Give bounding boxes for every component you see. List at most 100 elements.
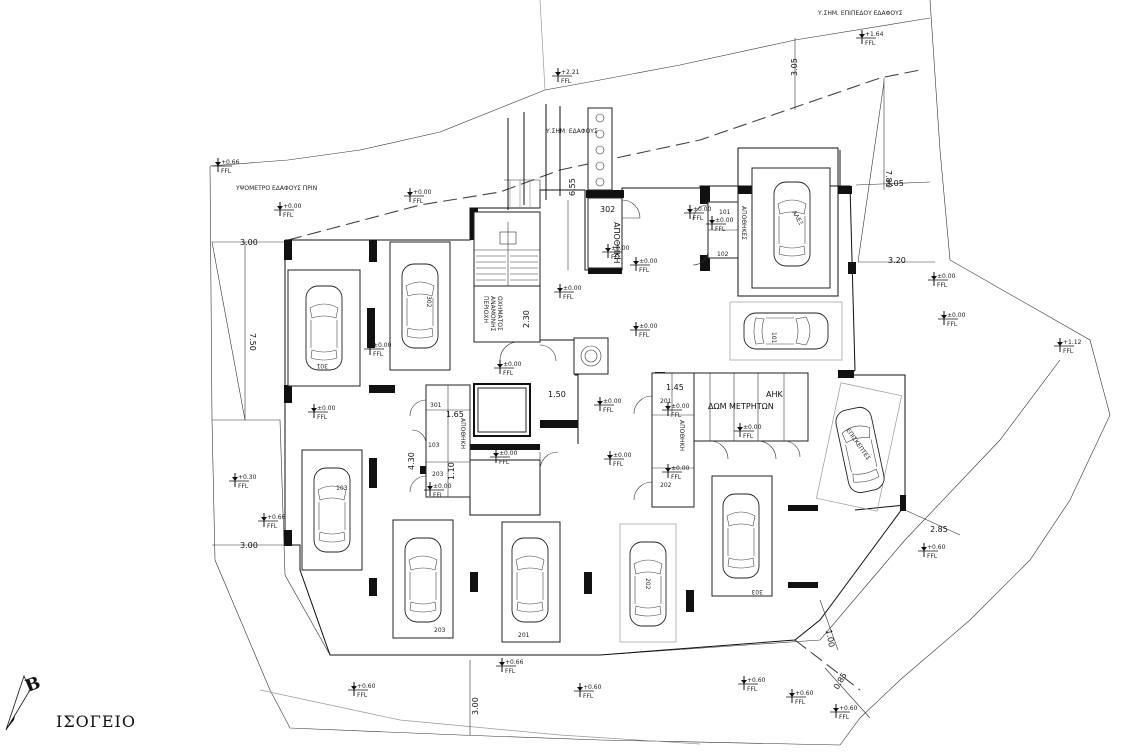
- level-value: ±0.00: [693, 206, 712, 213]
- level-ffl: FFL: [937, 282, 948, 289]
- car-outline: [305, 285, 343, 371]
- parking-103: 103: [336, 485, 348, 492]
- meter-room: [693, 372, 809, 460]
- room-201-number: 201: [660, 398, 672, 405]
- room-102-number: 102: [717, 251, 729, 258]
- level-ffl: FFL: [499, 459, 510, 466]
- level-value: ±0.00: [317, 405, 336, 412]
- level-ffl: FFL: [715, 226, 726, 233]
- meters-line2: ΔΩΜ ΜΕΤΡΗΤΩΝ: [708, 402, 774, 411]
- room-101-label: ΑΠΟΘΗΚΕΣ: [740, 206, 747, 240]
- level-ffl: FFL: [283, 212, 294, 219]
- level-value: ±0.00: [671, 465, 690, 472]
- level-ffl: FFL: [693, 215, 704, 222]
- storage-302: [587, 197, 641, 269]
- level-value: ±0.00: [611, 245, 630, 252]
- level-value: ±0.00: [671, 403, 690, 410]
- level-value: +0.30: [238, 474, 257, 481]
- car-outline: [404, 537, 442, 623]
- dim-300-bottom: 3.00: [471, 697, 480, 715]
- dim-305-top: 3.05: [790, 58, 799, 76]
- level-ffl: FFL: [611, 254, 622, 261]
- level-value: ±0.00: [937, 273, 956, 280]
- cars: [305, 181, 885, 627]
- legend-center: Υ.ΣΗΜ. ΕΔΑΦΟΥΣ: [545, 128, 598, 135]
- room-101-number: 101: [719, 209, 731, 216]
- dim-430: 4.30: [407, 452, 416, 470]
- level-ffl: FFL: [639, 332, 650, 339]
- lift-shaft: [473, 383, 531, 437]
- level-ffl: FFL: [238, 483, 249, 490]
- room-east-label: ΑΠΟΘΗΚΗ: [678, 420, 685, 451]
- car-outline: [313, 467, 351, 553]
- lobby: [469, 337, 609, 516]
- level-value: +0.00: [413, 189, 432, 196]
- dim-655: 6.55: [568, 178, 577, 196]
- level-value: +0.66: [267, 514, 286, 521]
- room-203-number: 203: [432, 471, 444, 478]
- room-302-number: 302: [600, 205, 615, 214]
- car-outline: [511, 537, 549, 623]
- level-ffl: FFL: [947, 321, 958, 328]
- parking-302: 302: [425, 296, 432, 308]
- north-arrow: B: [5, 673, 43, 731]
- level-value: ±0.00: [613, 452, 632, 459]
- level-value: +0.60: [747, 677, 766, 684]
- parking-303: 303: [751, 588, 763, 595]
- level-value: ±0.00: [373, 342, 392, 349]
- meters-line1: ΑΗΚ: [766, 390, 783, 399]
- level-ffl: FFL: [221, 168, 232, 175]
- level-value: +1.12: [1063, 339, 1082, 346]
- waste-area: [473, 285, 541, 343]
- legend-notes: Υ.ΣΗΜ. ΕΠΙΠΕΔΟΥ ΕΔΑΦΟΥΣ ΥΨΟΜΕΤΡΟ ΕΔΑΦΟΥΣ…: [235, 10, 903, 192]
- planter: [507, 104, 613, 270]
- dim-085: 0.85: [832, 671, 849, 691]
- level-value: +0.60: [795, 690, 814, 697]
- storage-101-102: [692, 201, 739, 266]
- level-value: ±0.00: [499, 450, 518, 457]
- parking-203: 203: [434, 627, 446, 634]
- dim-300-left: 3.00: [240, 238, 258, 247]
- level-value: +0.66: [221, 159, 240, 166]
- dim-145: 1.45: [666, 383, 684, 392]
- waste-line2: ΑΝΑΜΟΝΗΣ: [489, 296, 496, 332]
- plan-title: ΙΣΟΓΕΙΟ: [56, 712, 136, 731]
- level-ffl: FFL: [563, 294, 574, 301]
- room-103-number: 103: [428, 442, 440, 449]
- level-ffl: FFL: [433, 492, 444, 499]
- level-ffl: FFL: [357, 692, 368, 699]
- legend-top-right: Υ.ΣΗΜ. ΕΠΙΠΕΔΟΥ ΕΔΑΦΟΥΣ: [817, 10, 903, 17]
- level-value: ±0.00: [603, 398, 622, 405]
- level-ffl: FFL: [795, 699, 806, 706]
- level-value: ±0.00: [503, 361, 522, 368]
- level-ffl: FFL: [839, 714, 850, 721]
- level-value: +0.60: [357, 683, 376, 690]
- dim-305-right: 3.05: [886, 179, 904, 188]
- level-ffl: FFL: [267, 523, 278, 530]
- level-value: +1.64: [865, 31, 884, 38]
- car-outline: [629, 541, 667, 627]
- level-value: ±0.00: [563, 285, 582, 292]
- level-value: +0.60: [927, 544, 946, 551]
- level-ffl: FFL: [503, 370, 514, 377]
- room-west-label: ΑΠΟΘΗΚΗ: [459, 418, 466, 449]
- level-value: ±0.00: [743, 424, 762, 431]
